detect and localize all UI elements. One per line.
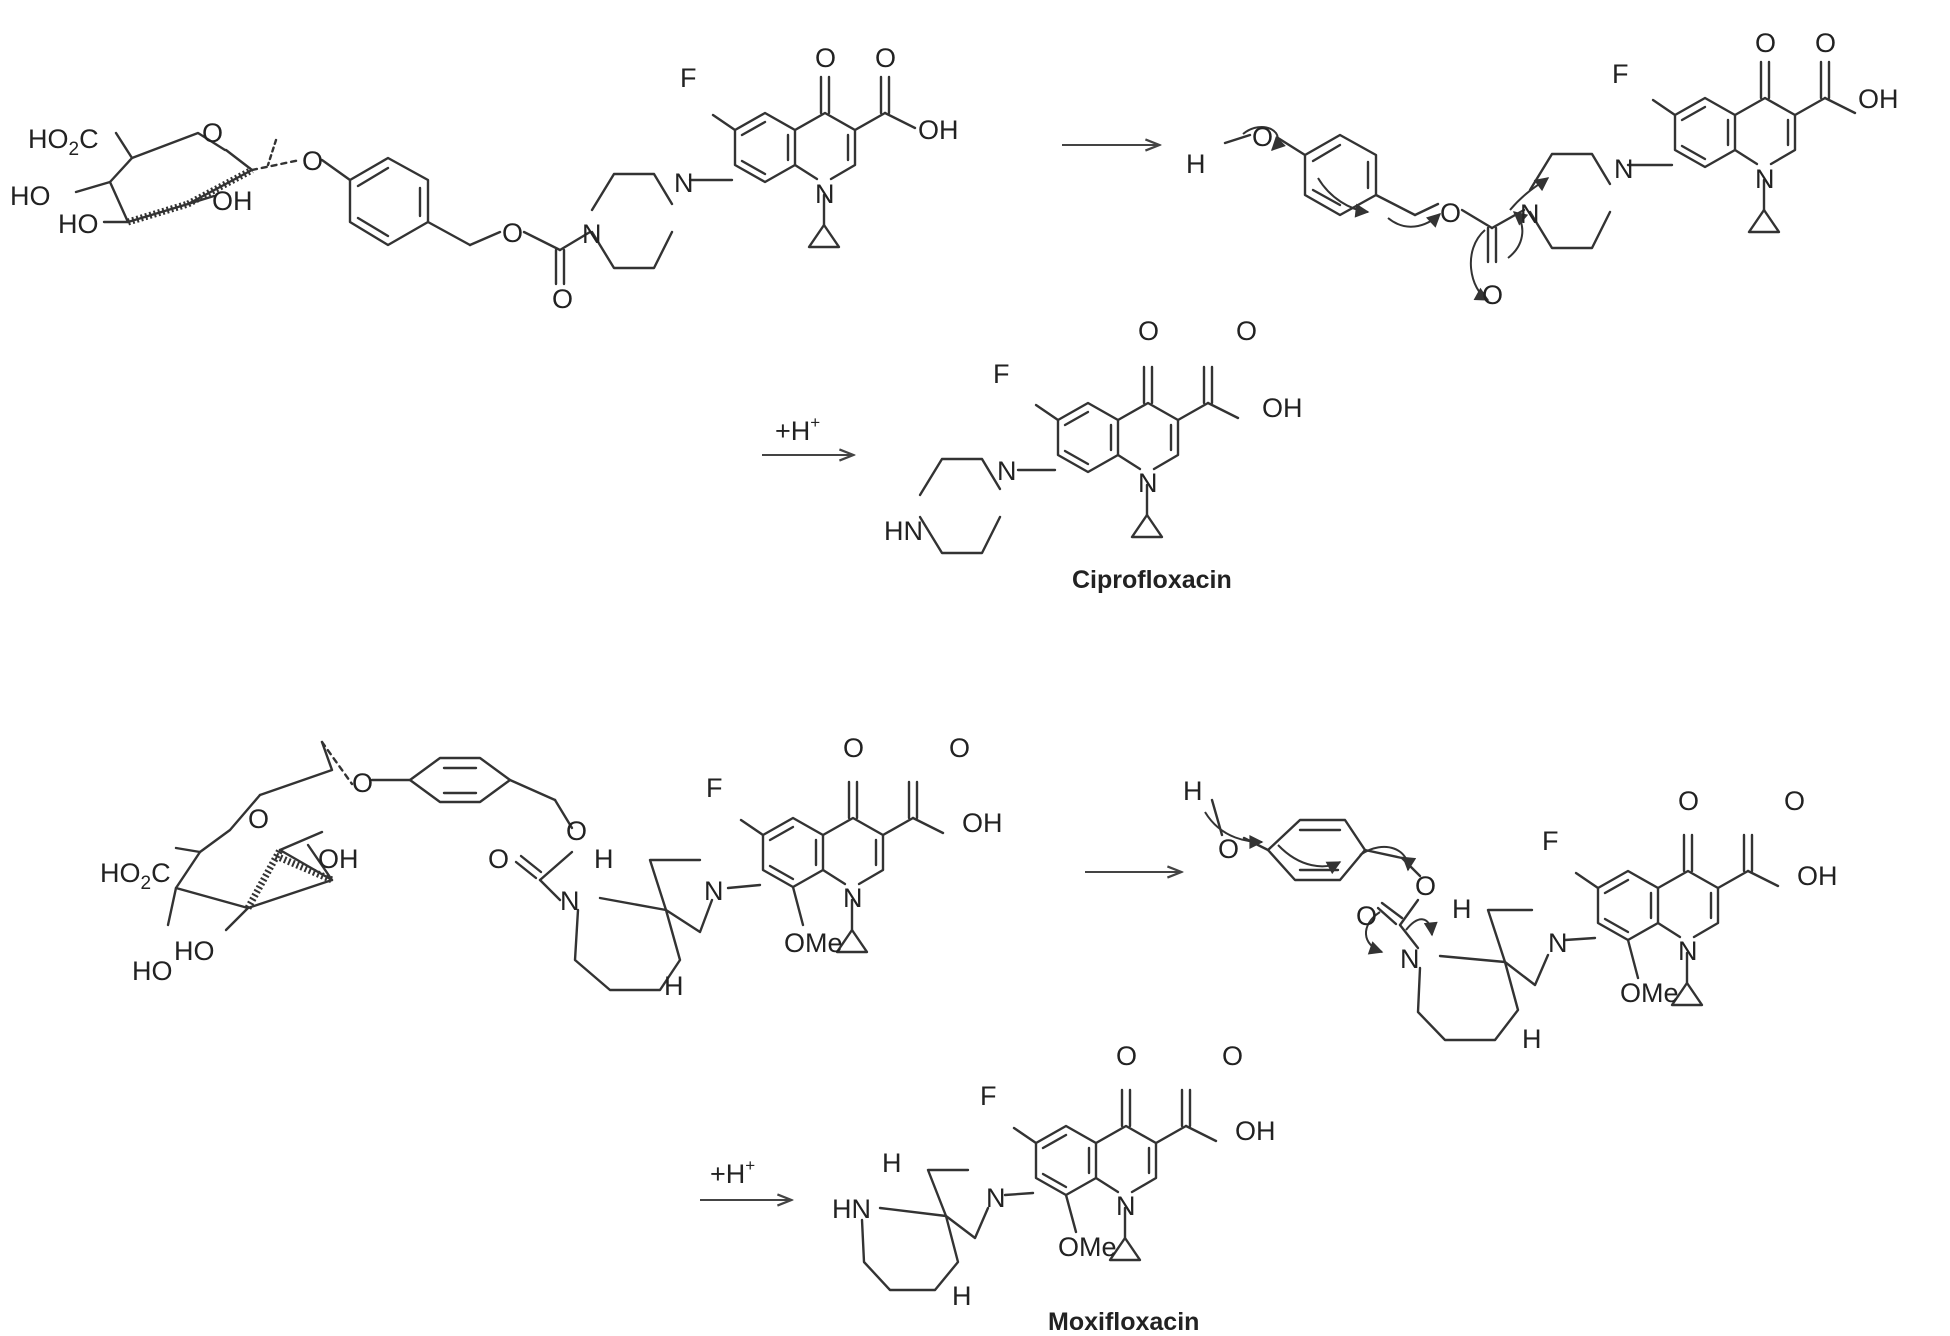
svg-text:OH: OH (1262, 393, 1303, 423)
svg-text:OH: OH (1235, 1116, 1276, 1146)
svg-text:F: F (680, 63, 697, 93)
svg-text:O: O (566, 816, 587, 846)
svg-text:H: H (1522, 1024, 1542, 1054)
svg-text:O: O (1218, 834, 1239, 864)
svg-text:OH: OH (212, 186, 253, 216)
ciprofloxacin-structure: HN N F O O OH N (884, 316, 1303, 553)
svg-text:N: N (582, 219, 602, 249)
cipro-intermediate-structure: H O O O N N F O O OH N (1186, 28, 1899, 310)
svg-text:HO2C: HO2C (28, 124, 99, 160)
svg-text:HO: HO (132, 956, 173, 986)
svg-text:N: N (704, 876, 724, 906)
svg-text:H: H (1452, 894, 1472, 924)
svg-text:O: O (352, 768, 373, 798)
svg-text:N: N (1116, 1191, 1136, 1221)
svg-text:N: N (1755, 164, 1775, 194)
svg-text:O: O (488, 844, 509, 874)
svg-text:OH: OH (1858, 84, 1899, 114)
moxifloxacin-structure: HN H H N F O O OH N OMe (832, 1041, 1276, 1311)
moxi-intermediate-structure: H O O O N H H N F O O OH N OMe (1183, 776, 1838, 1054)
svg-text:OH: OH (318, 844, 359, 874)
svg-text:N: N (843, 883, 863, 913)
cipro-prodrug-structure: HO2C O O HO HO OH O O N N F O O OH N (10, 43, 959, 314)
svg-text:O: O (502, 218, 523, 248)
svg-text:O: O (1815, 28, 1836, 58)
svg-text:F: F (1612, 59, 1629, 89)
svg-text:HN: HN (884, 516, 923, 546)
svg-text:F: F (980, 1081, 997, 1111)
svg-text:O: O (248, 804, 269, 834)
svg-text:HO: HO (58, 209, 99, 239)
svg-text:H: H (594, 844, 614, 874)
svg-text:O: O (1440, 198, 1461, 228)
svg-text:N: N (560, 886, 580, 916)
svg-text:O: O (202, 118, 223, 148)
svg-text:F: F (706, 773, 723, 803)
svg-text:O: O (1222, 1041, 1243, 1071)
svg-text:O: O (1356, 901, 1377, 931)
svg-text:N: N (674, 168, 694, 198)
svg-text:F: F (993, 359, 1010, 389)
svg-text:HO: HO (10, 181, 51, 211)
svg-text:N: N (1400, 944, 1420, 974)
svg-text:O: O (1784, 786, 1805, 816)
svg-text:O: O (1252, 122, 1273, 152)
svg-text:HN: HN (832, 1194, 871, 1224)
svg-text:N: N (1548, 928, 1568, 958)
svg-text:O: O (875, 43, 896, 73)
svg-text:OH: OH (918, 115, 959, 145)
svg-text:N: N (1678, 936, 1698, 966)
svg-text:O: O (1138, 316, 1159, 346)
svg-text:N: N (1614, 154, 1634, 184)
svg-text:OH: OH (1797, 861, 1838, 891)
svg-text:O: O (1236, 316, 1257, 346)
svg-text:N: N (997, 456, 1017, 486)
svg-text:O: O (1482, 280, 1503, 310)
svg-text:N: N (986, 1183, 1006, 1213)
svg-text:F: F (1542, 826, 1559, 856)
protonation-label-2: +H+ (710, 1156, 755, 1189)
svg-text:O: O (1755, 28, 1776, 58)
moxifloxacin-label: Moxifloxacin (1048, 1308, 1199, 1336)
svg-text:N: N (1138, 468, 1158, 498)
svg-text:H: H (1186, 149, 1206, 179)
svg-text:H: H (882, 1148, 902, 1178)
svg-text:O: O (552, 284, 573, 314)
protonation-label-1: +H+ (775, 413, 820, 446)
svg-text:OMe: OMe (1058, 1232, 1117, 1262)
moxi-prodrug-structure: HO2C O O OH HO HO O O N H H N F O O OH N… (100, 733, 1003, 1001)
svg-text:O: O (949, 733, 970, 763)
svg-text:O: O (1116, 1041, 1137, 1071)
svg-text:O: O (302, 146, 323, 176)
svg-text:OH: OH (962, 808, 1003, 838)
svg-text:O: O (1415, 871, 1436, 901)
svg-text:O: O (815, 43, 836, 73)
svg-text:O: O (1678, 786, 1699, 816)
svg-text:H: H (1183, 776, 1203, 806)
svg-text:HO2C: HO2C (100, 858, 171, 894)
svg-text:H: H (952, 1281, 972, 1311)
svg-text:N: N (1520, 199, 1540, 229)
svg-text:H: H (664, 971, 684, 1001)
svg-text:HO: HO (174, 936, 215, 966)
svg-text:OMe: OMe (784, 928, 843, 958)
svg-text:OMe: OMe (1620, 978, 1679, 1008)
svg-text:N: N (815, 179, 835, 209)
svg-text:O: O (843, 733, 864, 763)
ciprofloxacin-label: Ciprofloxacin (1072, 566, 1232, 594)
